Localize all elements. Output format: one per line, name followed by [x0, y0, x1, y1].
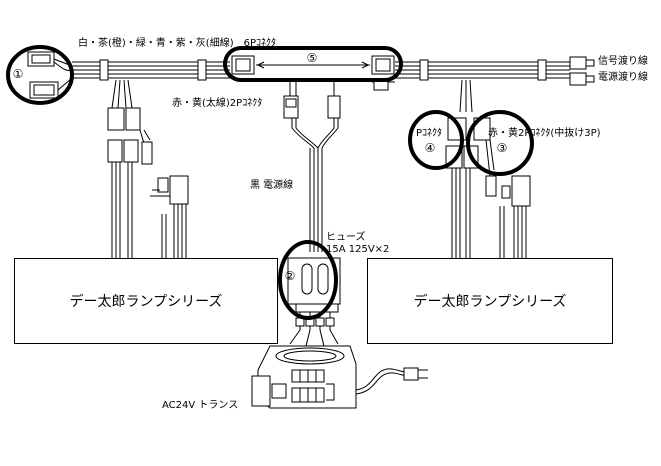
connector-2p-mid-label: 赤・黄2Pｺﾈｸﾀ(中抜け3P) [488, 128, 601, 139]
marker-5: ⑤ [306, 51, 318, 65]
highlight-circle-1 [6, 45, 74, 105]
highlight-circle-2 [278, 240, 338, 320]
right-lamp-label: デー太郎ランプシリーズ [413, 294, 567, 310]
transformer [251, 345, 428, 409]
center-drop [283, 80, 341, 252]
marker-3: ③ [496, 141, 508, 155]
highlight-rounded-5 [223, 46, 403, 82]
power-line-label: 黒 電源線 [250, 180, 294, 191]
right-branch [445, 79, 531, 258]
signal-cable-label: 信号渡り線 [598, 56, 648, 67]
left-lamp-box: デー太郎ランプシリーズ [14, 258, 278, 344]
left-lamp-label: デー太郎ランプシリーズ [69, 294, 223, 310]
right-end-connectors [569, 56, 595, 86]
transformer-label: AC24V トランス [162, 400, 239, 411]
marker-2: ② [284, 269, 296, 283]
connector-2p-thick-label: 赤・黄(太線)2Pｺﾈｸﾀ [172, 98, 263, 109]
marker-4: ④ [424, 141, 436, 155]
left-branch [107, 79, 189, 258]
highlight-circle-4 [408, 110, 464, 170]
power-jumper-label: 電源渡り線 [598, 72, 648, 83]
right-lamp-box: デー太郎ランプシリーズ [367, 258, 613, 344]
fuse-spec-label: 15A 125V×2 [326, 244, 390, 255]
wire-colors-label: 白・茶(橙)・緑・青・紫・灰(細線) 6Pｺﾈｸﾀ [78, 38, 276, 49]
fuse-label: ヒューズ [326, 232, 366, 243]
marker-1: ① [12, 67, 24, 81]
highlight-circle-3 [466, 110, 534, 176]
center-6p-connector [231, 55, 395, 91]
p-connector-label: Pｺﾈｸﾀ [416, 128, 443, 139]
main-harness [72, 59, 570, 81]
